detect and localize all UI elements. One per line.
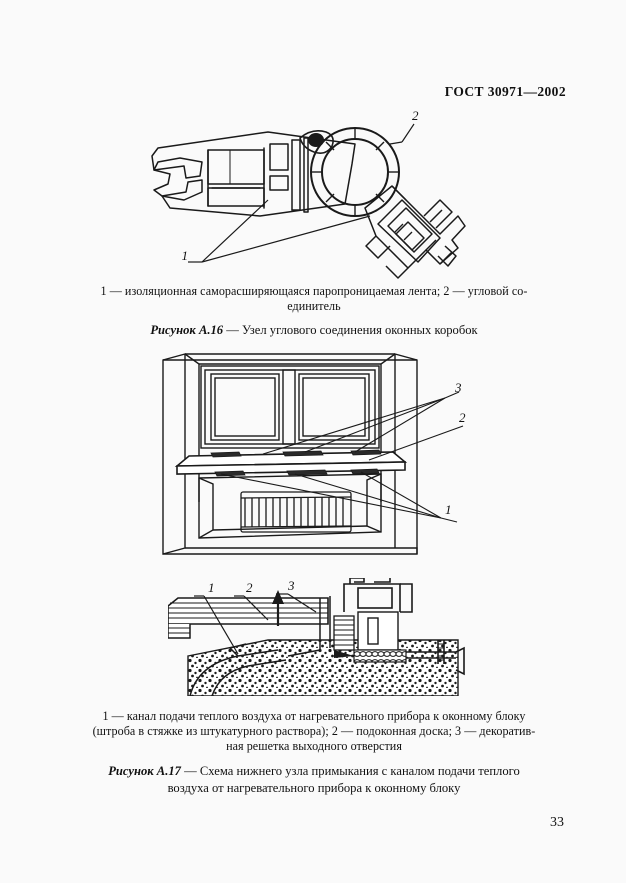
- figure-a17-lower-label-2: 2: [246, 580, 253, 595]
- standard-header: ГОСТ 30971—2002: [444, 84, 566, 99]
- figure-a17-lower-label-1: 1: [208, 580, 215, 595]
- figure-a16-drawing: 1 2: [140, 104, 470, 284]
- figure-a17-lower-label-3: 3: [287, 578, 295, 593]
- figure-a16-caption: Рисунок А.16 — Узел углового соединения …: [58, 322, 570, 339]
- figure-a16-label-2: 2: [412, 108, 419, 123]
- figure-a17-upper-label-1: 1: [445, 502, 452, 517]
- page-number: 33: [550, 815, 564, 830]
- figure-a17-caption-number: Рисунок А.17: [108, 764, 181, 778]
- figure-a16-legend-line2: единитель: [287, 299, 341, 313]
- figure-a17-upper-label-2: 2: [459, 410, 466, 425]
- figure-a17-caption-dash: —: [180, 764, 200, 778]
- figure-a16-caption-dash: —: [223, 323, 242, 337]
- figure-a16-caption-number: Рисунок А.16: [150, 323, 224, 337]
- figure-a17-legend-line3: ная решетка выходного отверстия: [226, 739, 402, 753]
- figure-a16-label-1: 1: [182, 248, 189, 263]
- figure-a17-legend-line2: (штроба в стяжке из штукатурного раствор…: [92, 724, 536, 738]
- figure-a17-caption-line2: воздуха от нагревательного прибора к око…: [167, 781, 461, 795]
- figure-a17-legend-line1: 1 — канал подачи теплого воздуха от нагр…: [102, 709, 526, 723]
- figure-a17-upper-drawing: 3 2 1: [155, 352, 485, 557]
- figure-a16-caption-text: Узел углового соединения оконных коробок: [241, 323, 478, 337]
- figure-a17-lower-drawing: 1 2 3: [168, 578, 468, 696]
- figure-a17-caption-line1: Схема нижнего узла примыкания с каналом …: [199, 764, 520, 778]
- figure-a16-legend-line1: 1 — изоляционная саморасширяющаяся пароп…: [100, 284, 528, 298]
- figure-a17-upper-label-3: 3: [454, 380, 462, 395]
- figure-a17-caption: Рисунок А.17 — Схема нижнего узла примык…: [58, 763, 570, 780]
